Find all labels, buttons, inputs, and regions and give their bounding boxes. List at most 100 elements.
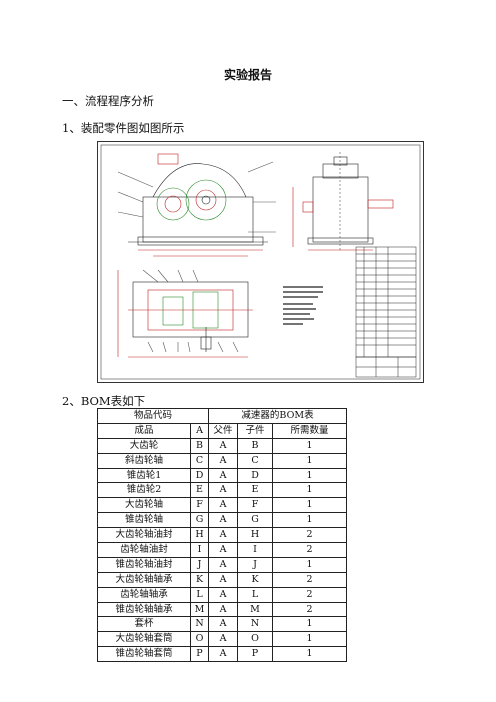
- bom-part-name: 锥齿轮2: [97, 482, 191, 499]
- bom-part-name: 锥齿轮轴轴承: [97, 601, 191, 618]
- bom-quantity: 1: [272, 497, 347, 514]
- bom-parent: A: [208, 467, 238, 484]
- bom-subheader-cell: 成品: [97, 422, 191, 439]
- bom-quantity: 2: [272, 601, 347, 618]
- bom-child: P: [237, 646, 273, 663]
- bom-parent: A: [208, 571, 238, 588]
- bom-part-name: 大齿轮: [97, 437, 191, 454]
- bom-child: K: [237, 571, 273, 588]
- bom-quantity: 1: [272, 512, 347, 529]
- bom-child: E: [237, 482, 273, 499]
- bom-header-row: 物品代码 减速器的BOM表: [97, 408, 347, 424]
- bom-code: K: [190, 571, 209, 588]
- bom-code: I: [190, 542, 209, 558]
- bom-child: G: [237, 512, 273, 529]
- bom-parent: A: [208, 631, 238, 648]
- bom-quantity: 1: [272, 646, 347, 663]
- bom-part-name: 套杯: [97, 616, 191, 633]
- bom-quantity: 1: [272, 556, 347, 573]
- bom-quantity: 1: [272, 467, 347, 484]
- bom-part-name: 锥齿轮轴: [97, 512, 191, 529]
- bom-code: B: [190, 437, 209, 454]
- bom-parent: A: [208, 512, 238, 529]
- assembly-drawing: [97, 141, 424, 383]
- bom-part-name: 大齿轮轴套筒: [97, 631, 191, 648]
- bom-code: M: [190, 601, 209, 618]
- bom-part-name: 锥齿轮1: [97, 467, 191, 484]
- bom-parent: A: [208, 601, 238, 618]
- bom-code: N: [190, 616, 209, 633]
- bom-code: E: [190, 482, 209, 499]
- top-view: [117, 269, 253, 358]
- bom-code: F: [190, 497, 209, 514]
- assembly-drawing-svg: [100, 144, 421, 380]
- bom-quantity: 1: [272, 616, 347, 633]
- bom-code: G: [190, 512, 209, 529]
- bom-code: P: [190, 646, 209, 663]
- bom-quantity: 1: [272, 437, 347, 454]
- bom-parent: A: [208, 482, 238, 499]
- bom-parent: A: [208, 497, 238, 514]
- bom-child: C: [237, 452, 273, 469]
- bom-part-name: 大齿轮轴轴承: [97, 571, 191, 588]
- item-heading-bom: 2、BOM表如下: [62, 394, 146, 408]
- bom-parent: A: [208, 586, 238, 603]
- bom-quantity: 2: [272, 586, 347, 603]
- bom-child: N: [237, 616, 273, 633]
- bom-quantity: 1: [272, 631, 347, 648]
- bom-child: I: [237, 542, 273, 558]
- bom-part-name: 齿轮轴油封: [97, 542, 191, 558]
- bom-parent: A: [208, 527, 238, 544]
- bom-header-right: 减速器的BOM表: [208, 408, 347, 424]
- bom-quantity: 2: [272, 527, 347, 544]
- bom-part-name: 斜齿轮轴: [97, 452, 191, 469]
- item-heading-assembly: 1、装配零件图如图所示: [62, 121, 185, 135]
- bom-child: H: [237, 527, 273, 544]
- bom-code: C: [190, 452, 209, 469]
- page-title: 实验报告: [223, 68, 272, 82]
- bom-child: J: [237, 556, 273, 573]
- bom-code: H: [190, 527, 209, 544]
- bom-child: D: [237, 467, 273, 484]
- bom-parent: A: [208, 616, 238, 633]
- bom-parent: A: [208, 437, 238, 454]
- bom-quantity: 2: [272, 571, 347, 588]
- front-view: [117, 153, 276, 257]
- bom-subheader-cell: 父件: [208, 422, 238, 439]
- bom-child: L: [237, 586, 273, 603]
- bom-part-name: 齿轮轴轴承: [97, 586, 191, 603]
- bom-subheader-cell: 所需数量: [272, 422, 347, 439]
- bom-part-name: 锥齿轮轴套筒: [97, 646, 191, 663]
- parts-list: [355, 246, 417, 378]
- bom-header-left: 物品代码: [97, 408, 209, 424]
- bom-subheader-cell: 子件: [237, 422, 273, 439]
- bom-code: L: [190, 586, 209, 603]
- bom-child: B: [237, 437, 273, 454]
- bom-quantity: 2: [272, 542, 347, 558]
- side-view: [292, 152, 394, 252]
- bom-subheader-cell: A: [190, 422, 209, 439]
- bom-parent: A: [208, 452, 238, 469]
- bom-part-name: 锥齿轮轴油封: [97, 556, 191, 573]
- bom-child: M: [237, 601, 273, 618]
- bom-child: O: [237, 631, 273, 648]
- bom-code: J: [190, 556, 209, 573]
- bom-parent: A: [208, 556, 238, 573]
- bom-quantity: 1: [272, 452, 347, 469]
- bom-code: O: [190, 631, 209, 648]
